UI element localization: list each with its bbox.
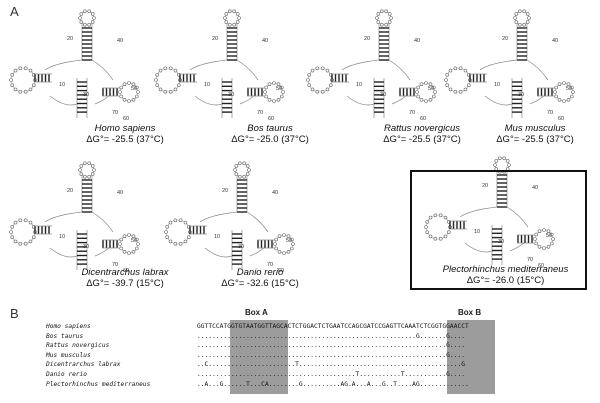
nucleotide-position-label: 20 [222, 188, 229, 194]
nucleotide-position-label: 40 [532, 185, 539, 191]
alignment-sequence: ........................................… [197, 351, 466, 359]
species-name: Dicentrarchus labrax [81, 267, 169, 278]
nucleotide-position-label: 20 [364, 36, 371, 42]
nucleotide-position-label: 50 [131, 238, 138, 244]
rna-secondary-structure-drawing [154, 9, 285, 118]
alignment-sequence: ........................................… [197, 332, 466, 340]
nucleotide-position-label: 30 [228, 92, 235, 98]
nucleotide-position-label: 10 [204, 82, 211, 88]
alignment-species-name: Plectorhinchus mediterraneus [46, 380, 151, 388]
rna-secondary-structure-drawing [9, 9, 140, 118]
nucleotide-position-label: 70 [409, 110, 416, 116]
nucleotide-position-label: 40 [117, 38, 124, 44]
rna-secondary-structure-drawing [164, 161, 295, 270]
nucleotide-position-label: 20 [212, 36, 219, 42]
nucleotide-position-label: 30 [238, 244, 245, 250]
nucleotide-position-label: 30 [83, 92, 90, 98]
nucleotide-position-label: 40 [272, 190, 279, 196]
free-energy-value: ΔG°= -39.7 (15°C) [86, 278, 164, 289]
nucleotide-position-label: 60 [558, 116, 565, 122]
alignment-sequence: ........................................… [197, 371, 466, 378]
nucleotide-position-label: 70 [527, 257, 534, 263]
rna-structure: 20 40 10 50 30 70 60 [420, 155, 560, 269]
nucleotide-position-label: 10 [494, 82, 501, 88]
alignment-species-name: Dicentrarchus labrax [46, 361, 121, 369]
nucleotide-position-label: 20 [67, 36, 74, 42]
nucleotide-position-label: 60 [123, 116, 130, 122]
nucleotide-position-label: 20 [67, 188, 74, 194]
box-a-shade [230, 320, 288, 394]
alignment-species-name: Rattus novergicus [46, 342, 110, 350]
panel-a-letter: A [10, 4, 19, 19]
nucleotide-position-label: 60 [420, 116, 427, 122]
rna-structure: 20 40 10 50 30 70 60 [302, 8, 442, 122]
alignment-sequence: GGTTCCATGGTGTAATGGTTAGCACTCTGGACTCTGAATC… [197, 323, 469, 330]
nucleotide-position-label: 70 [547, 110, 554, 116]
alignment-species-name: Danio rerio [46, 371, 87, 378]
nucleotide-position-label: 10 [59, 234, 66, 240]
nucleotide-position-label: 70 [257, 110, 264, 116]
nucleotide-position-label: 40 [117, 190, 124, 196]
alignment-sequence: ..C.......................T.............… [197, 361, 466, 369]
rna-structure: 20 40 10 50 30 70 60 [5, 160, 145, 274]
species-name: Danio rerio [236, 267, 284, 278]
alignment-species-name: Bos taurus [46, 332, 84, 340]
rna-secondary-structure-drawing [424, 156, 555, 265]
species-name: Rattus novergicus [383, 123, 461, 134]
highlight-box [410, 170, 587, 290]
rna-secondary-structure-drawing [306, 9, 437, 118]
nucleotide-position-label: 40 [262, 38, 269, 44]
rna-structure: 20 40 10 50 30 70 60 [160, 160, 300, 274]
nucleotide-position-label: 50 [131, 86, 138, 92]
nucleotide-position-label: 60 [278, 268, 285, 274]
nucleotide-position-label: 30 [83, 244, 90, 250]
nucleotide-position-label: 30 [380, 92, 387, 98]
free-energy-value: ΔG°= -25.0 (37°C) [231, 134, 309, 145]
nucleotide-position-label: 10 [214, 234, 221, 240]
rna-structure: 20 40 10 50 30 70 60 [150, 8, 290, 122]
nucleotide-position-label: 50 [566, 86, 573, 92]
nucleotide-position-label: 10 [356, 82, 363, 88]
nucleotide-position-label: 20 [502, 36, 509, 42]
free-energy-value: ΔG°= -26.0 (15°C) [466, 275, 545, 286]
nucleotide-position-label: 30 [498, 239, 505, 245]
free-energy-value: ΔG°= -32.6 (15°C) [221, 278, 299, 289]
rna-structure: 20 40 10 50 30 70 60 [440, 8, 580, 122]
free-energy-value: ΔG°= -25.5 (37°C) [496, 134, 574, 145]
nucleotide-position-label: 50 [276, 86, 283, 92]
free-energy-value: ΔG°= -25.5 (37°C) [86, 134, 164, 145]
nucleotide-position-label: 60 [538, 263, 545, 269]
nucleotide-position-label: 10 [59, 82, 66, 88]
nucleotide-position-label: 60 [123, 268, 130, 274]
species-name: Homo sapiens [94, 123, 156, 134]
nucleotide-position-label: 70 [112, 110, 119, 116]
box-b-label: Box B [458, 308, 482, 317]
box-a-label: Box A [245, 308, 268, 317]
species-name: Mus musculus [504, 123, 566, 134]
nucleotide-position-label: 10 [474, 229, 481, 235]
rna-secondary-structure-drawing [9, 161, 140, 270]
nucleotide-position-label: 50 [286, 238, 293, 244]
rna-structure: 20 40 10 50 30 70 60 [5, 8, 145, 122]
panel-b-letter: B [10, 306, 19, 321]
nucleotide-position-label: 50 [428, 86, 435, 92]
alignment-species-name: Homo sapiens [46, 323, 91, 330]
nucleotide-position-label: 70 [112, 262, 119, 268]
alignment-species-name: Mus musculus [46, 351, 91, 359]
nucleotide-position-label: 20 [482, 183, 489, 189]
species-name: Bos taurus [247, 123, 293, 134]
nucleotide-position-label: 30 [518, 92, 525, 98]
alignment-sequence: ..A...G......T...CA........G..........AG… [197, 380, 469, 388]
rna-secondary-structure-drawing [444, 9, 575, 118]
nucleotide-position-label: 50 [546, 233, 553, 239]
nucleotide-position-label: 60 [268, 116, 275, 122]
free-energy-value: ΔG°= -25.5 (37°C) [383, 134, 461, 145]
nucleotide-position-label: 70 [267, 262, 274, 268]
species-name: Plectorhinchus mediterraneus [442, 264, 569, 275]
nucleotide-position-label: 40 [552, 38, 559, 44]
alignment-sequence: ........................................… [197, 342, 466, 350]
box-b-shade [447, 320, 495, 394]
nucleotide-position-label: 40 [414, 38, 421, 44]
